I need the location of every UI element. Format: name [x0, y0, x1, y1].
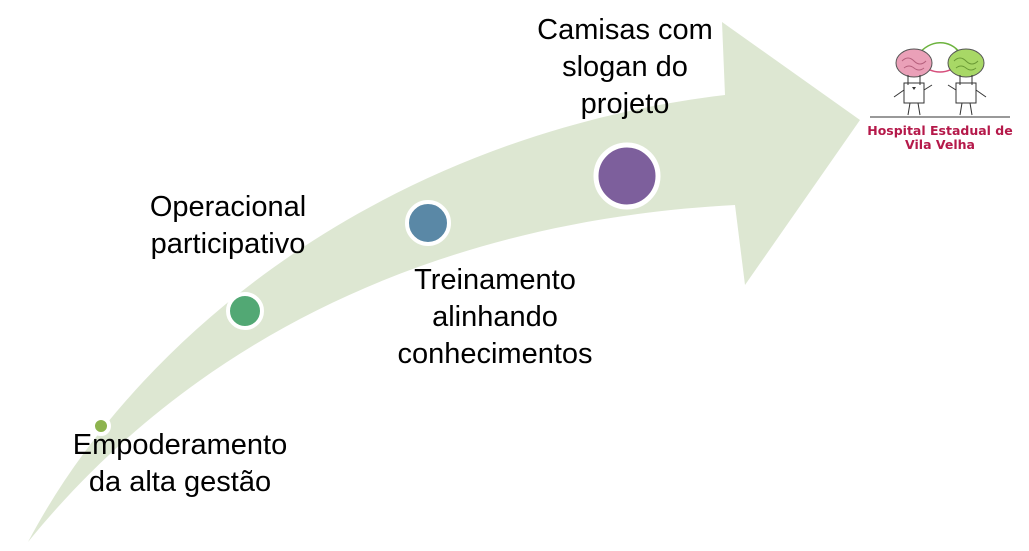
- step-dot-operacional: [226, 292, 264, 330]
- arrow-body: [28, 22, 860, 542]
- step-dot-camisas: [593, 142, 661, 210]
- step-label-camisas: Camisas com slogan do projeto: [537, 14, 713, 120]
- step-dot-empoderamento: [91, 416, 111, 436]
- step-dot-treinamento: [405, 200, 451, 246]
- hospital-logo: Hospital Estadual de Vila Velha: [860, 35, 1020, 170]
- step-label-operacional: Operacional participativo: [149, 191, 307, 260]
- step-label-empoderamento: Empoderamento da alta gestão: [72, 429, 288, 498]
- step-label-treinamento: Treinamento alinhando conhecimentos: [397, 264, 593, 370]
- brains-illustration-icon: [870, 42, 1010, 118]
- logo-text: Hospital Estadual de Vila Velha: [867, 123, 1013, 152]
